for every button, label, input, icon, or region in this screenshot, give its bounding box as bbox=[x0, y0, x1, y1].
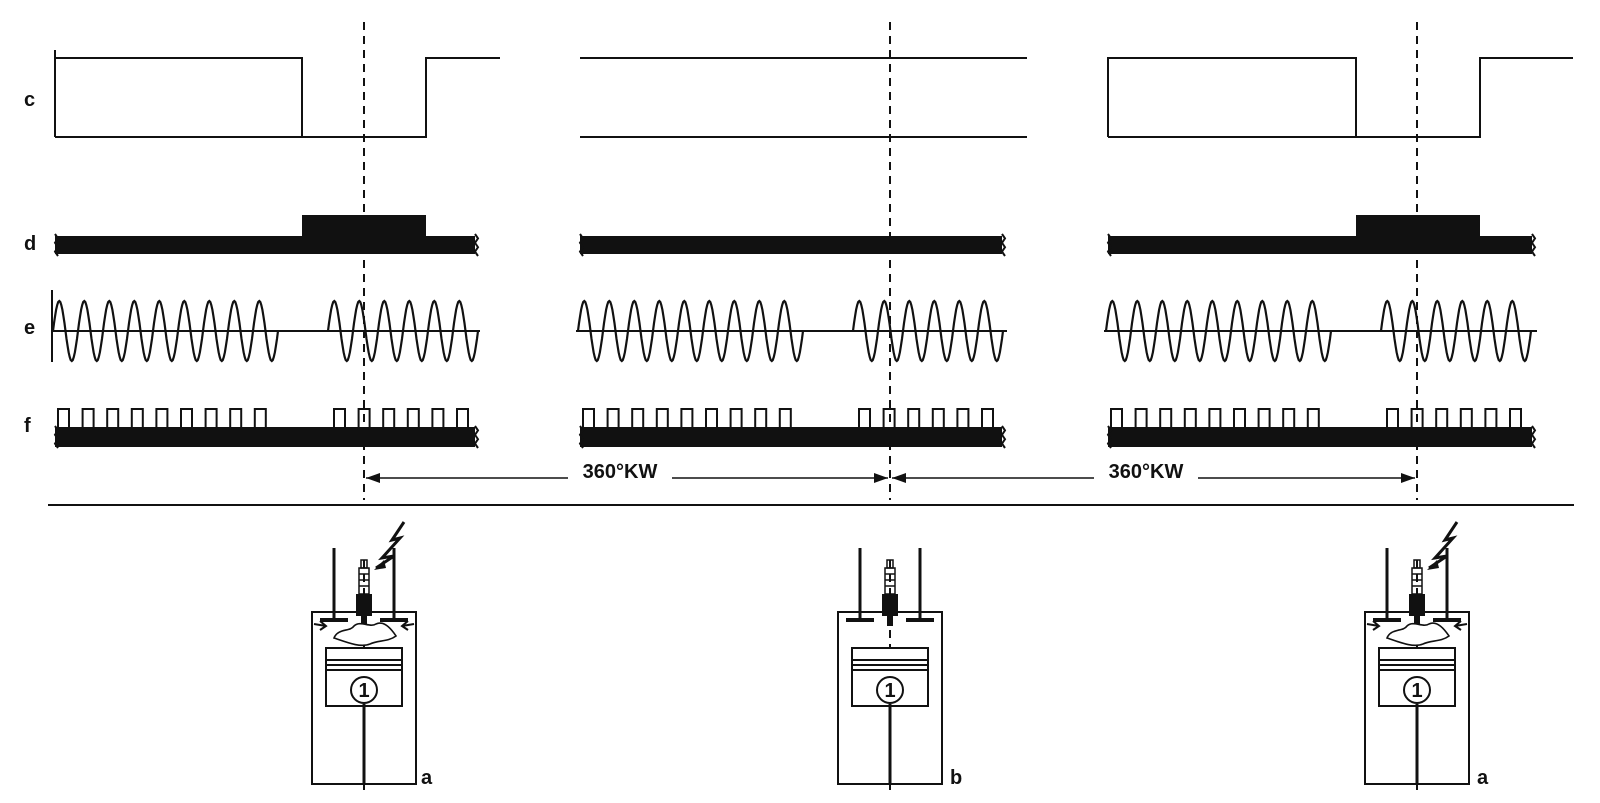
signal-label-c: c bbox=[24, 89, 35, 111]
engine-label-3: a bbox=[1477, 767, 1489, 789]
signal-f-break-right bbox=[473, 425, 480, 449]
spark-plug-tip bbox=[1414, 616, 1420, 626]
dimension-arrow-1-head-left bbox=[366, 473, 380, 483]
spark-plug-body bbox=[882, 594, 898, 616]
signal-e-wave-2 bbox=[1379, 299, 1533, 363]
signal-d-break-left bbox=[578, 233, 585, 257]
swirl-arrow-right bbox=[1453, 620, 1468, 631]
signal-f-teeth-1 bbox=[57, 408, 267, 430]
cylinder-illustration-3 bbox=[1364, 521, 1470, 785]
combustion-flame bbox=[1385, 622, 1451, 647]
intake-valve-head bbox=[320, 618, 348, 622]
signal-f-bar bbox=[580, 427, 1002, 447]
signal-panel-1 bbox=[51, 50, 500, 449]
signal-e-wave-1 bbox=[576, 299, 805, 363]
signal-c-waveform bbox=[1107, 57, 1573, 138]
dimension-label-bg-2 bbox=[1094, 458, 1198, 482]
signal-d-break-right bbox=[473, 233, 480, 257]
cylinder-illustration-2 bbox=[837, 548, 943, 785]
signal-f-teeth-2 bbox=[1386, 408, 1522, 430]
signal-f-break-right bbox=[1000, 425, 1007, 449]
signal-c-waveform bbox=[54, 57, 500, 138]
ignition-spark-arrowhead bbox=[374, 560, 386, 570]
signal-f-break-left bbox=[1106, 425, 1113, 449]
dimension-label-1: 360°KW bbox=[583, 461, 658, 483]
dimension-arrow-2-head-right bbox=[1401, 473, 1415, 483]
engine-label-2: b bbox=[950, 767, 962, 789]
signal-f-teeth-1 bbox=[582, 408, 792, 430]
exhaust-valve-head bbox=[380, 618, 408, 622]
signal-d-break-right bbox=[1530, 233, 1537, 257]
spark-plug-body bbox=[1409, 594, 1425, 616]
swirl-arrow-right bbox=[400, 620, 415, 631]
swirl-arrow-left bbox=[1366, 620, 1381, 631]
cylinder-illustration-1 bbox=[311, 521, 417, 785]
dimension-arrow-1-head-right bbox=[874, 473, 888, 483]
signal-d-break-right bbox=[1000, 233, 1007, 257]
dimension-label-bg-1 bbox=[568, 458, 672, 482]
signal-panel-3 bbox=[1104, 57, 1573, 449]
ignition-spark-bolt bbox=[1428, 521, 1459, 570]
cylinder-number-1: 1 bbox=[358, 680, 369, 702]
ignition-spark-arrowhead bbox=[1427, 560, 1439, 570]
signal-f-teeth-2 bbox=[858, 408, 994, 430]
dimension-arrow-2-head-left bbox=[892, 473, 906, 483]
signal-e-wave-1 bbox=[1104, 299, 1333, 363]
signal-e-wave-2 bbox=[851, 299, 1005, 363]
cylinder-number-2: 1 bbox=[884, 680, 895, 702]
exhaust-valve-head bbox=[1433, 618, 1461, 622]
combustion-flame bbox=[332, 622, 398, 647]
swirl-arrow-left bbox=[313, 620, 328, 631]
signal-d-break-left bbox=[53, 233, 60, 257]
dimension-label-2: 360°KW bbox=[1109, 461, 1184, 483]
signal-f-teeth-2 bbox=[333, 408, 469, 430]
signal-f-bar bbox=[1108, 427, 1532, 447]
cylinder-number-circle bbox=[876, 676, 904, 704]
engine-label-1: a bbox=[421, 767, 433, 789]
signal-f-break-right bbox=[1530, 425, 1537, 449]
exhaust-valve-head bbox=[906, 618, 934, 622]
signal-panel-2 bbox=[576, 57, 1027, 449]
signal-f-bar bbox=[55, 427, 475, 447]
signal-f-break-left bbox=[578, 425, 585, 449]
dimension-arrows: 360°KW 360°KW bbox=[366, 458, 1415, 483]
signal-d-break-left bbox=[1106, 233, 1113, 257]
cylinder-number-3: 1 bbox=[1411, 680, 1422, 702]
signal-d-bar bbox=[580, 236, 1002, 254]
spark-plug-body bbox=[356, 594, 372, 616]
signal-d-bar bbox=[1108, 236, 1532, 254]
intake-valve-head bbox=[846, 618, 874, 622]
ignition-spark-bolt bbox=[375, 521, 406, 570]
spark-plug-tip bbox=[887, 616, 893, 626]
cylinder-number-circle bbox=[1403, 676, 1431, 704]
signal-label-e: e bbox=[24, 317, 35, 339]
signal-e-wave-1 bbox=[51, 299, 280, 363]
intake-valve-head bbox=[1373, 618, 1401, 622]
signal-d-bar bbox=[55, 236, 475, 254]
signal-f-break-left bbox=[53, 425, 60, 449]
signal-label-f: f bbox=[24, 415, 31, 437]
signal-f-teeth-1 bbox=[1110, 408, 1320, 430]
cylinder-number-circle bbox=[350, 676, 378, 704]
signal-label-d: d bbox=[24, 233, 36, 255]
spark-plug-tip bbox=[361, 616, 367, 626]
signal-e-wave-2 bbox=[326, 299, 480, 363]
